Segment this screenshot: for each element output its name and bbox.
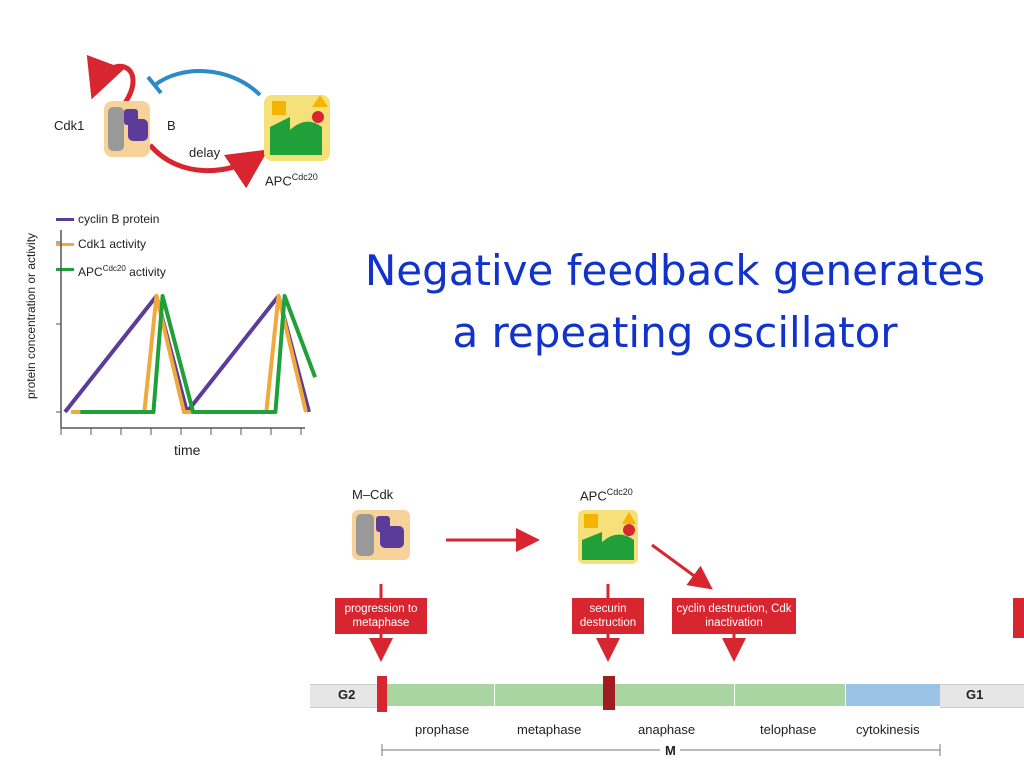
g1-label: G1 — [966, 687, 984, 702]
prophase-label: prophase — [415, 722, 470, 737]
cdk1-cyclin-icon — [104, 101, 150, 157]
anaphase-label: anaphase — [638, 722, 696, 737]
inhibition-bar — [146, 75, 163, 95]
mitosis-diagram — [352, 510, 941, 756]
metaphase-segment — [495, 684, 605, 706]
progression-box: progression to metaphase — [335, 598, 427, 634]
legend-apc: APCCdc20 activity — [56, 261, 166, 279]
telophase-segment — [735, 684, 845, 706]
delay-label: delay — [189, 145, 221, 160]
right-edge-box — [1013, 598, 1024, 638]
legend-cyclin-b: cyclin B protein — [56, 211, 159, 227]
g1-segment — [940, 684, 1024, 708]
title-line-1: Negative feedback generates — [364, 246, 986, 295]
title-line-2: a repeating oscillator — [452, 308, 898, 357]
cyclin-destruction-box: cyclin destruction, Cdk inactivation — [672, 598, 796, 634]
telophase-label: telophase — [760, 722, 817, 737]
apc-icon — [264, 95, 330, 161]
slide-title: Negative feedback generates a repeating … — [330, 240, 1020, 364]
prophase-segment — [382, 684, 494, 706]
delay-arrow — [148, 143, 269, 189]
cdk1-label: Cdk1 — [54, 118, 85, 133]
securin-box: securin destruction — [572, 598, 644, 634]
g2-label: G2 — [338, 687, 356, 702]
chart-xlabel: time — [174, 442, 201, 458]
feedback-loop-diagram — [86, 55, 330, 189]
checkpoint-marker-1 — [377, 676, 387, 712]
metaphase-label: metaphase — [517, 722, 582, 737]
checkpoint-marker-2 — [603, 676, 615, 710]
chart-ylabel: protein concentration or activity — [24, 232, 38, 400]
cyclin-b-label: B — [167, 118, 176, 133]
g2-segment — [310, 684, 382, 708]
mcdk-icon — [352, 510, 410, 560]
m-phase-label: M — [665, 743, 676, 758]
apc-lower-icon — [578, 510, 638, 564]
oscillation-chart — [56, 230, 317, 435]
self-activation-arrow — [86, 55, 136, 105]
inhibition-arrow — [153, 69, 262, 97]
cytokinesis-segment — [846, 684, 940, 706]
apc-to-cyclin-arrow — [651, 543, 713, 590]
apc-lower-label: APCCdc20 — [580, 487, 633, 504]
anaphase-segment — [606, 684, 734, 706]
legend-cdk1: Cdk1 activity — [56, 236, 146, 252]
apc-label: APCCdc20 — [265, 172, 318, 189]
series-line-2 — [80, 294, 317, 414]
cytokinesis-label: cytokinesis — [856, 722, 920, 737]
mcdk-label: M–Cdk — [352, 487, 394, 502]
